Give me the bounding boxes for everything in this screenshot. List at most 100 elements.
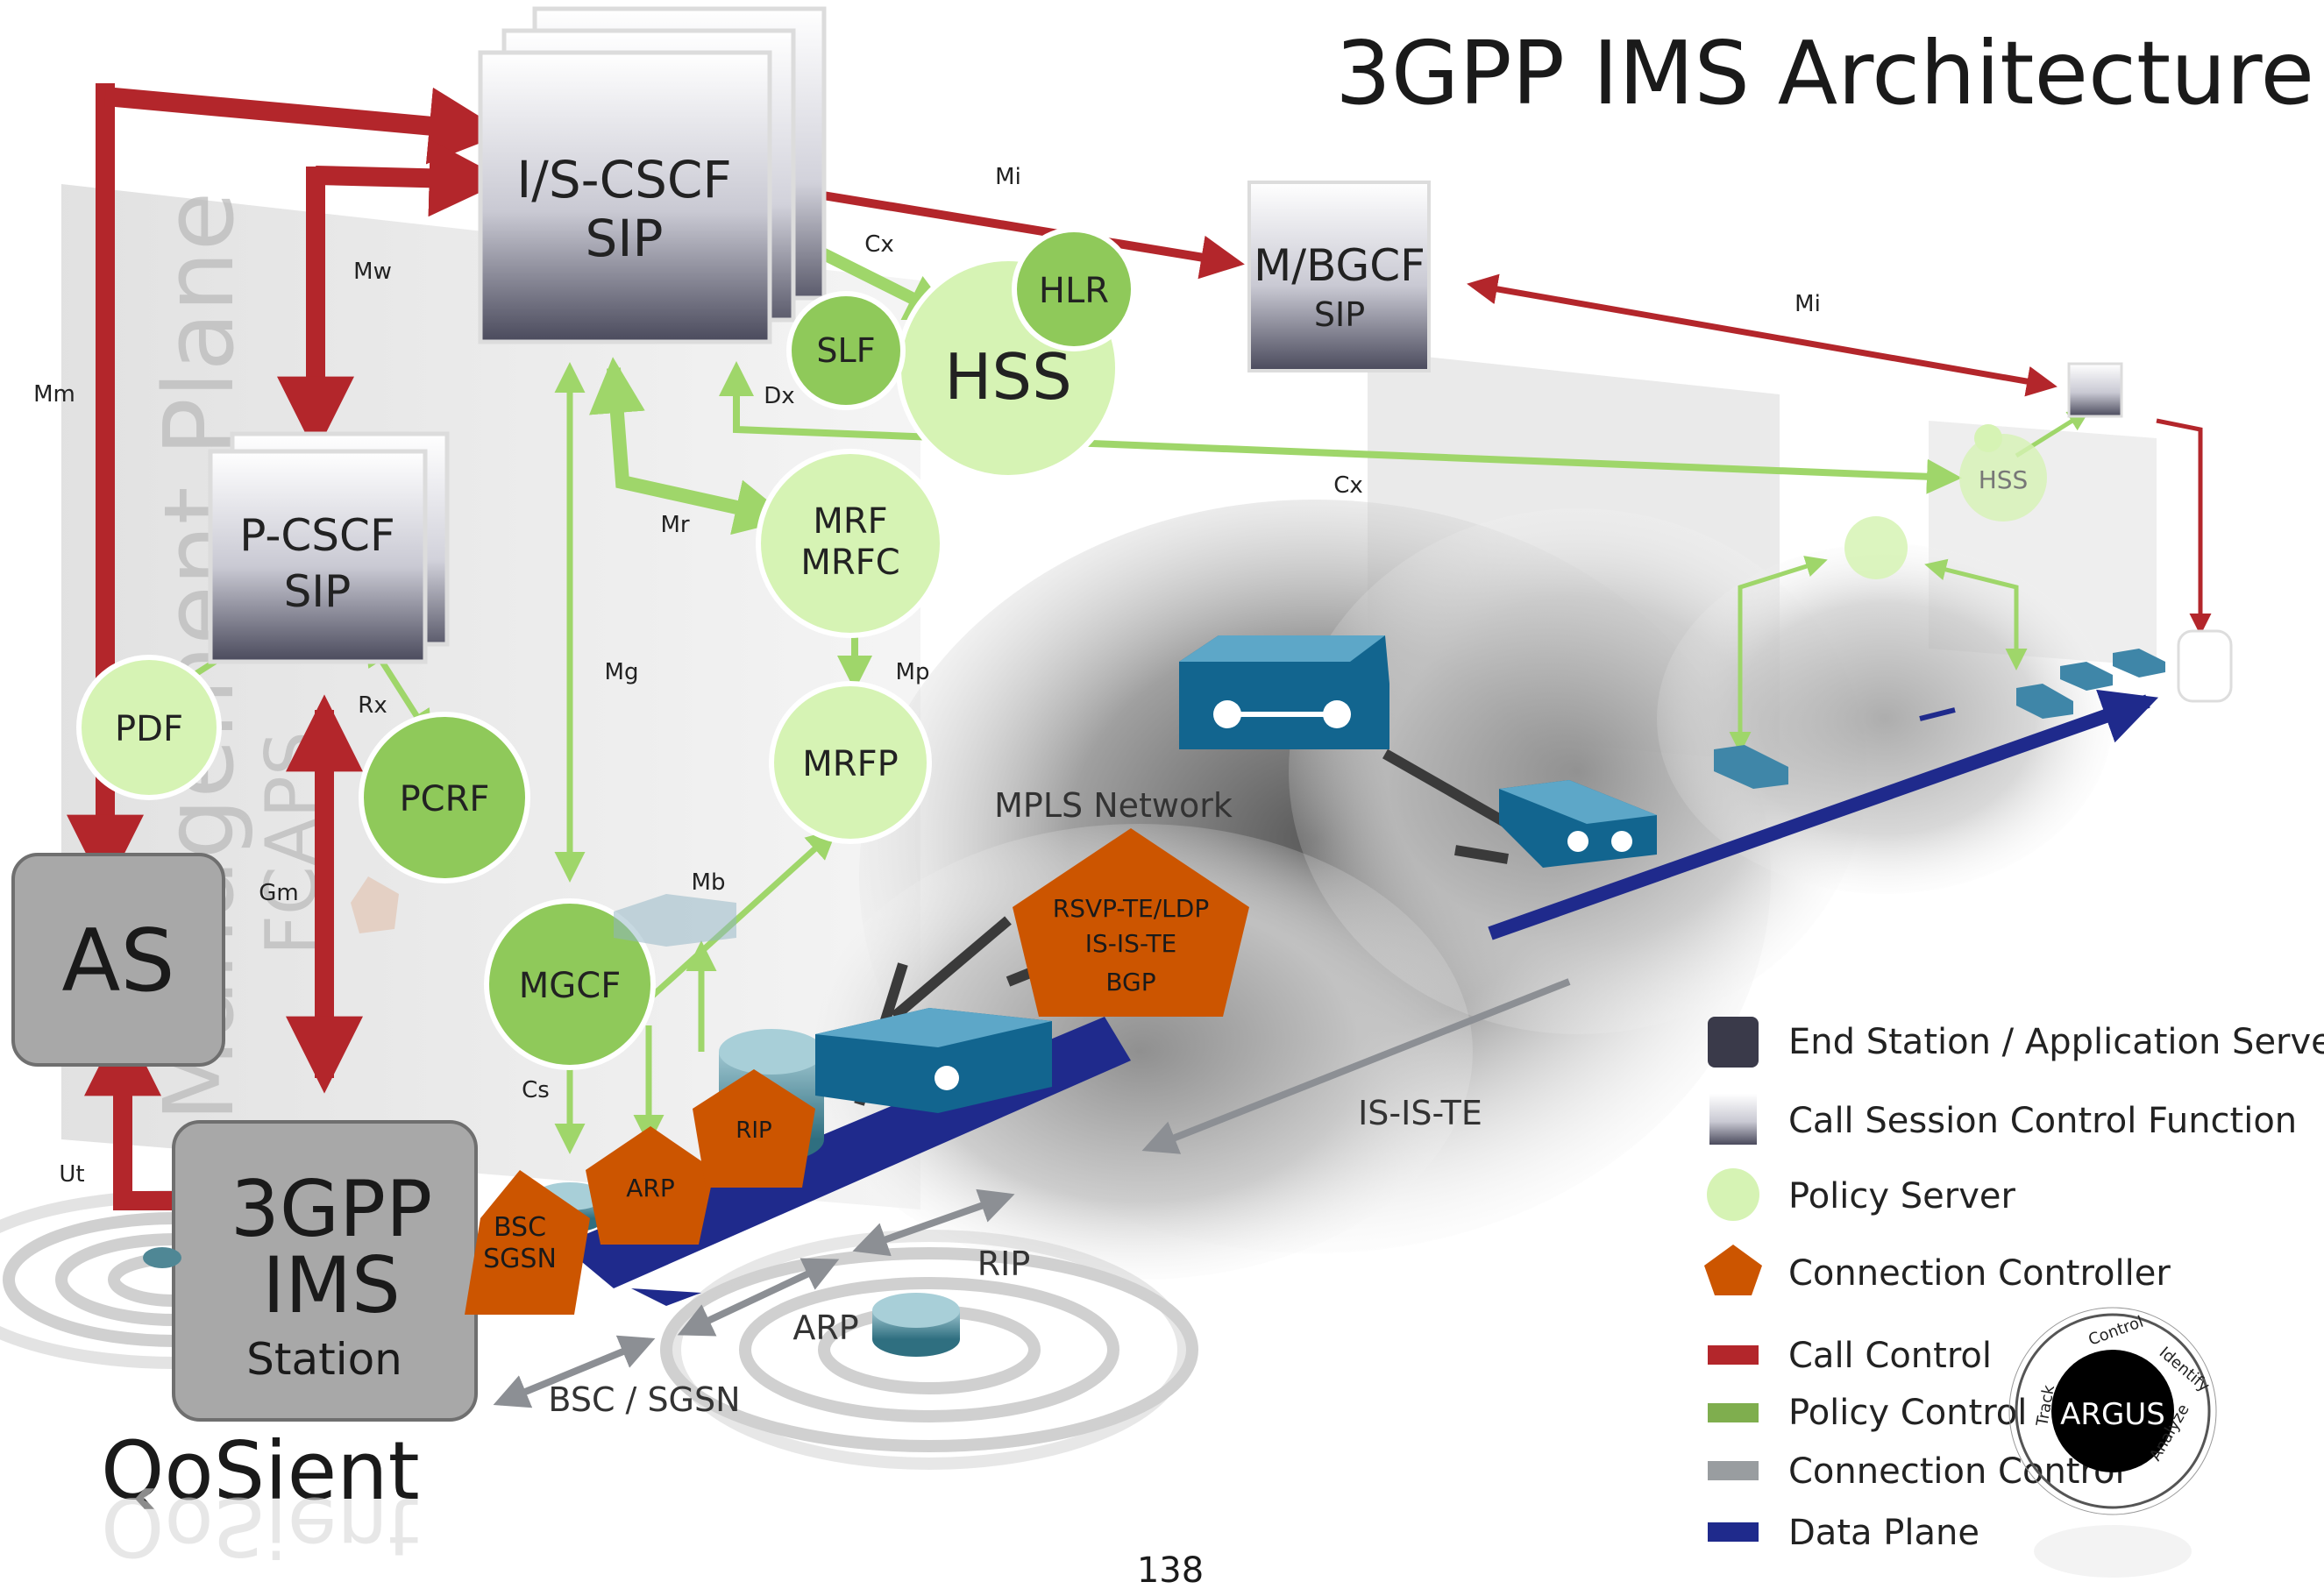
p-cscf-node[interactable]: P-CSCF SIP bbox=[208, 431, 450, 664]
legend-label-4: Call Control bbox=[1788, 1336, 1992, 1376]
station-router-icon bbox=[143, 1247, 181, 1268]
legend-swatch-connection-control bbox=[1708, 1461, 1759, 1480]
pdf-label: PDF bbox=[115, 709, 183, 749]
iface-ut: Ut bbox=[59, 1161, 84, 1188]
core-switch-icon bbox=[815, 1008, 1052, 1113]
bsc-sgsn-network-label: BSC / SGSN bbox=[548, 1380, 740, 1419]
backbone-switch-icon bbox=[1179, 635, 1389, 749]
mrfp-node[interactable]: MRFP bbox=[769, 681, 932, 844]
station-line3: Station bbox=[246, 1334, 402, 1385]
iface-mp: Mp bbox=[896, 659, 930, 685]
legend-swatch-data-plane bbox=[1708, 1522, 1759, 1542]
edge-switch-icon bbox=[1499, 780, 1657, 868]
pdf-node[interactable]: PDF bbox=[76, 655, 222, 800]
argus-center-label: ARGUS bbox=[2060, 1397, 2165, 1432]
iface-mr: Mr bbox=[660, 512, 689, 538]
p-cscf-protocol: SIP bbox=[284, 566, 352, 617]
iface-mg: Mg bbox=[605, 659, 639, 685]
mrfp-label: MRFP bbox=[802, 744, 898, 784]
hlr-label: HLR bbox=[1039, 271, 1109, 311]
p-cscf-label: P-CSCF bbox=[239, 510, 394, 561]
arp-router-icon bbox=[872, 1293, 960, 1357]
page-number: 138 bbox=[1137, 1550, 1204, 1589]
rsvp-line1: RSVP-TE/LDP bbox=[1053, 894, 1209, 923]
sgsn-label: SGSN bbox=[483, 1244, 557, 1274]
legend-swatch-policy-server bbox=[1707, 1168, 1759, 1221]
mgcf-label: MGCF bbox=[519, 966, 621, 1006]
remote-end-station bbox=[2177, 629, 2233, 703]
arp-pentagon[interactable]: ARP bbox=[586, 1126, 714, 1245]
rsvp-line3: BGP bbox=[1105, 968, 1155, 997]
bsc-label: BSC bbox=[494, 1212, 546, 1243]
hlr-node[interactable]: HLR bbox=[1012, 227, 1136, 351]
legend: End Station / Application Server Call Se… bbox=[1704, 1017, 2324, 1553]
iface-dx: Dx bbox=[764, 383, 794, 409]
m-bgcf-protocol: SIP bbox=[1314, 295, 1365, 334]
iface-mm: Mm bbox=[33, 381, 75, 408]
argus-step-control: Control bbox=[2086, 1313, 2146, 1350]
argus-cycle-logo: ARGUS Control Identify Analyze Track bbox=[2008, 1307, 2217, 1578]
slf-label: SLF bbox=[816, 331, 875, 370]
iface-cx-long: Cx bbox=[1333, 472, 1363, 499]
is-cscf-protocol: SIP bbox=[586, 209, 664, 268]
remote-hss-node[interactable]: HSS bbox=[1959, 424, 2047, 521]
bsc-sgsn-pentagon[interactable]: BSC SGSN bbox=[465, 1170, 590, 1315]
rip-network-label: RIP bbox=[977, 1245, 1031, 1283]
legend-label-5: Policy Control bbox=[1788, 1393, 2027, 1433]
station-line2: IMS bbox=[262, 1240, 401, 1330]
legend-label-2: Policy Server bbox=[1788, 1176, 2016, 1217]
iface-cs: Cs bbox=[522, 1077, 550, 1103]
legend-label-3: Connection Controller bbox=[1788, 1253, 2171, 1294]
page-title: 3GPP IMS Architecture bbox=[1335, 22, 2314, 124]
rsvp-pentagon[interactable]: RSVP-TE/LDP IS-IS-TE BGP bbox=[1013, 828, 1249, 1017]
rsvp-line2: IS-IS-TE bbox=[1085, 929, 1177, 958]
arp-pentagon-label: ARP bbox=[626, 1174, 675, 1202]
legend-label-6: Connection Control bbox=[1788, 1451, 2125, 1492]
rip-pentagon-label: RIP bbox=[736, 1117, 771, 1144]
legend-label-0: End Station / Application Server bbox=[1788, 1022, 2324, 1062]
pcrf-label: PCRF bbox=[400, 779, 490, 819]
connection-control-arrows bbox=[493, 978, 1571, 1408]
iface-gm: Gm bbox=[259, 880, 298, 906]
qosient-logo-reflection: QoSient bbox=[101, 1479, 420, 1573]
isiste-label: IS-IS-TE bbox=[1358, 1094, 1482, 1132]
legend-swatch-cscf bbox=[1709, 1094, 1757, 1145]
pcrf-node[interactable]: PCRF bbox=[359, 712, 530, 883]
iface-mi-top: Mi bbox=[995, 164, 1021, 190]
mpls-cloud bbox=[807, 500, 2113, 1280]
interface-labels: Mi Mi Cx Cx Dx Mw Mm Mr Mg Mp Mb Rx Gm C… bbox=[33, 164, 1821, 1188]
small-switch-icons bbox=[614, 649, 2165, 947]
legend-swatch-call-control bbox=[1708, 1345, 1759, 1365]
qosient-logo: QoSient bbox=[101, 1424, 420, 1518]
m-bgcf-label: M/BGCF bbox=[1254, 240, 1425, 291]
remote-hss-label: HSS bbox=[1979, 465, 2029, 494]
faint-pentagon bbox=[351, 876, 399, 933]
hss-label: HSS bbox=[944, 340, 1072, 414]
slf-node[interactable]: SLF bbox=[786, 291, 906, 410]
is-cscf-label: I/S-CSCF bbox=[516, 150, 732, 209]
as-label: AS bbox=[61, 912, 174, 1011]
legend-label-7: Data Plane bbox=[1788, 1513, 1979, 1553]
ims-station-node[interactable]: 3GPP IMS Station bbox=[172, 1120, 478, 1422]
rip-pentagon[interactable]: RIP bbox=[693, 1069, 815, 1188]
mrf-label: MRF bbox=[813, 501, 887, 542]
iface-mw: Mw bbox=[353, 259, 392, 285]
mrf-node[interactable]: MRF MRFC bbox=[756, 449, 945, 638]
iface-rx: Rx bbox=[358, 692, 387, 719]
legend-swatch-end-station bbox=[1708, 1017, 1759, 1068]
legend-label-1: Call Session Control Function bbox=[1788, 1101, 2297, 1141]
mgcf-node[interactable]: MGCF bbox=[484, 898, 656, 1070]
m-bgcf-node[interactable]: M/BGCF SIP bbox=[1247, 181, 1431, 372]
remote-cscf-node bbox=[2067, 362, 2123, 418]
iface-mi-right: Mi bbox=[1795, 291, 1821, 317]
legend-swatch-policy-control bbox=[1708, 1403, 1759, 1422]
iface-cx-top: Cx bbox=[864, 231, 894, 258]
arp-network-label: ARP bbox=[792, 1309, 858, 1347]
is-cscf-node[interactable]: I/S-CSCF SIP bbox=[478, 6, 827, 344]
mpls-network-label: MPLS Network bbox=[994, 786, 1233, 825]
iface-mb: Mb bbox=[692, 869, 726, 896]
legend-swatch-connection-controller bbox=[1704, 1245, 1762, 1295]
as-node[interactable]: AS bbox=[11, 853, 225, 1067]
station-line1: 3GPP bbox=[231, 1164, 432, 1254]
